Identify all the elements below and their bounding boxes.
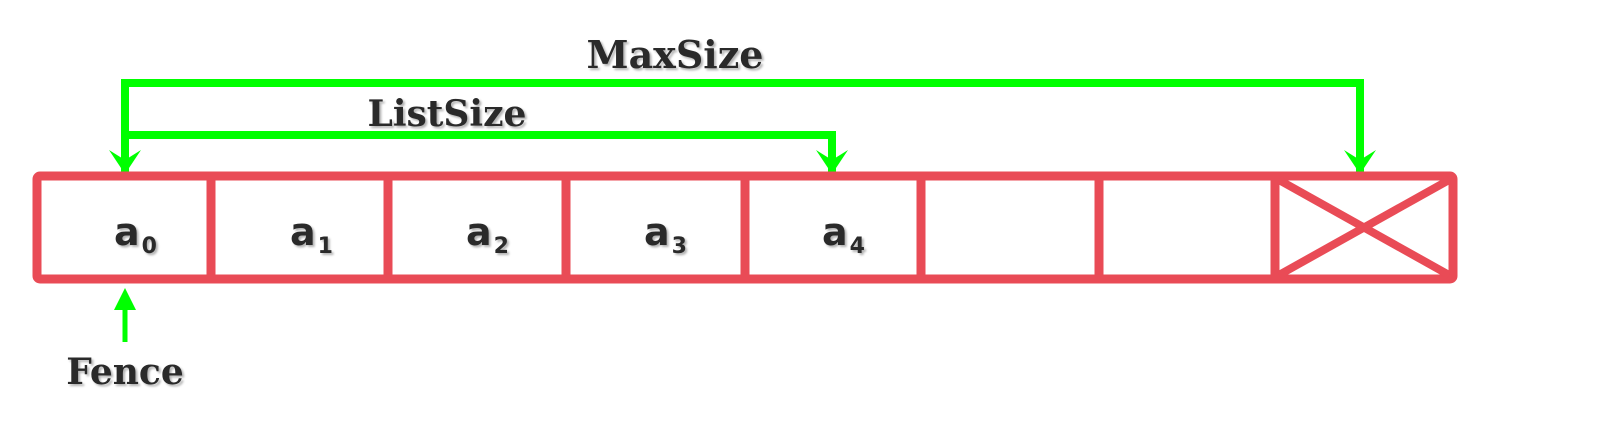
listsize-arrowhead-icon	[816, 150, 848, 174]
fence-arrow	[114, 288, 136, 342]
cell-2-base: a	[466, 210, 492, 254]
cell-4-base: a	[822, 210, 848, 254]
cell-0-sub: 0	[142, 234, 157, 259]
array	[32, 171, 1458, 284]
cell-3-sub: 3	[672, 234, 687, 259]
array-cell-0: a0	[114, 210, 157, 259]
svg-text:a3: a3	[644, 210, 687, 259]
array-cell-1: a1	[290, 210, 333, 259]
cell-1-sub: 1	[318, 234, 333, 259]
cell-0-base: a	[114, 210, 140, 254]
array-cell-4: a4	[822, 210, 865, 259]
listsize-bracket	[129, 131, 848, 174]
listsize-label: ListSize	[368, 93, 527, 135]
array-cell-3: a3	[644, 210, 687, 259]
cell-3-base: a	[644, 210, 670, 254]
maxsize-bracket	[109, 79, 1376, 174]
cell-1-base: a	[290, 210, 316, 254]
fence-arrowhead-icon	[114, 288, 136, 310]
array-cell-2: a2	[466, 210, 509, 259]
unused-sentinel-cell	[1277, 176, 1451, 279]
svg-text:a2: a2	[466, 210, 509, 259]
svg-text:a4: a4	[822, 210, 865, 259]
maxsize-label: MaxSize	[587, 32, 764, 77]
fence-label: Fence	[66, 351, 184, 393]
cell-4-sub: 4	[850, 234, 865, 259]
maxsize-right-arrowhead-icon	[1344, 150, 1376, 174]
svg-text:a1: a1	[290, 210, 333, 259]
svg-text:a0: a0	[114, 210, 157, 259]
cell-2-sub: 2	[494, 234, 509, 259]
maxsize-left-arrowhead-icon	[109, 150, 141, 174]
